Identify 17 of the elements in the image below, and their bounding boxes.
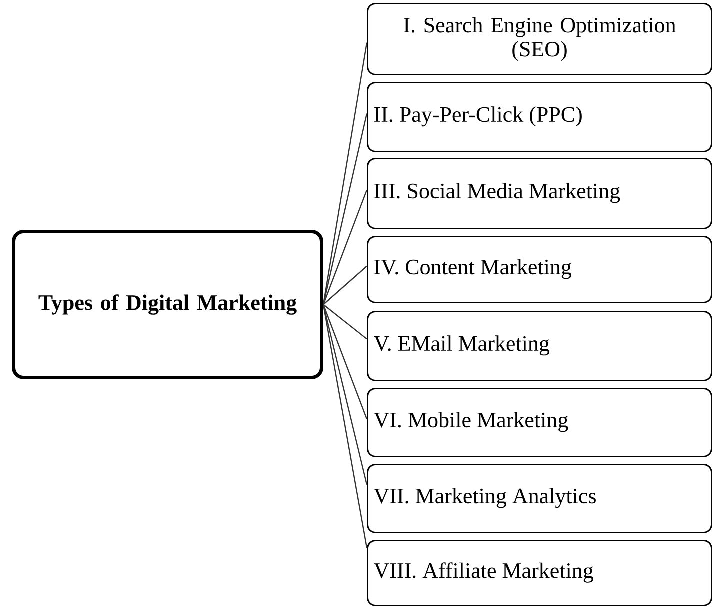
category-box: II. Pay-Per-Click (PPC) [367, 82, 712, 152]
category-box: IV. Content Marketing [367, 236, 712, 304]
connector-line [322, 304, 368, 485]
category-box: VII. Marketing Analytics [367, 464, 712, 534]
connector-line [322, 304, 368, 548]
connector-line [323, 266, 368, 306]
connector-line [322, 42, 368, 305]
category-box: I. Search Engine Optimization (SEO) [367, 3, 712, 76]
connector-line [322, 190, 368, 305]
root-box: Types of Digital Marketing [12, 230, 324, 380]
category-box: VIII. Affiliate Marketing [367, 540, 712, 606]
category-box: III. Social Media Marketing [367, 158, 712, 230]
connector-line [322, 114, 368, 305]
category-box: V. EMail Marketing [367, 311, 712, 382]
connector-line [322, 304, 368, 420]
category-box: VI. Mobile Marketing [367, 388, 712, 458]
connector-line [323, 304, 368, 340]
